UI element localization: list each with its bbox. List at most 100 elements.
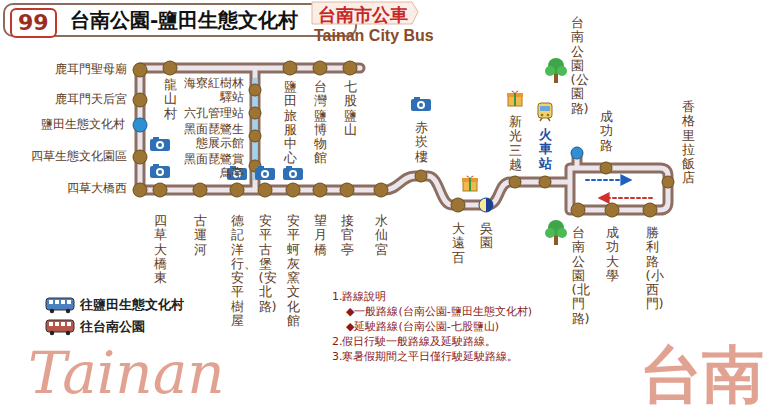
stop-dot: [343, 61, 357, 75]
stop-label: 鹽田生態文化村: [41, 117, 125, 131]
bus-wheel: [50, 331, 54, 335]
stop-dot: [230, 183, 244, 197]
brand-text: 台南市公車: [318, 4, 408, 26]
stop-dot: [258, 183, 272, 197]
stop-label: 德記洋行、安平樹屋: [231, 214, 244, 328]
bus-window: [55, 300, 59, 304]
stop-label: 鹿耳門聖母廟: [55, 62, 127, 76]
route-line-outer: [140, 68, 668, 210]
note-text: ◆延駛路線(台南公園-七股鹽山): [346, 320, 499, 333]
stop-dot: [374, 183, 388, 197]
bus-wheel: [66, 309, 70, 313]
bus-body: [46, 298, 74, 310]
bus-wheel: [50, 309, 54, 313]
bus-window: [55, 322, 59, 326]
legend-row: 往台南公園: [45, 318, 145, 336]
camera-icon: [150, 137, 170, 151]
stop-label: 四草生態文化園區: [31, 149, 127, 163]
stop-label: 台灣鹽博物館: [314, 80, 327, 166]
stop-dot: [133, 183, 147, 197]
gift-icon: [507, 91, 523, 106]
stop-label: 香格里拉飯店: [682, 100, 695, 186]
legend-text: 往台南公園: [80, 318, 145, 336]
stop-label: 赤崁樓: [415, 121, 428, 164]
stop-dot: [193, 183, 207, 197]
bus-wheel: [66, 331, 70, 335]
stop-dot: [249, 84, 261, 96]
bus-body: [46, 320, 74, 332]
tree-icon: [545, 220, 567, 245]
stop-label: 望月橋: [314, 214, 327, 257]
stop-label: 吳園: [480, 222, 493, 251]
bus-window: [61, 322, 65, 326]
stop-label: 四草大橋東: [154, 214, 167, 285]
watermark: Tainan: [28, 344, 225, 402]
stop-dot: [313, 61, 327, 75]
terminal-dot: [571, 147, 583, 159]
half-dot: [479, 198, 493, 212]
stop-label: 成功大學: [606, 226, 619, 283]
camera-icon: [411, 97, 431, 111]
direction-arrow: [600, 197, 652, 199]
stop-dot: [600, 162, 612, 174]
stop-label: 台南公園(北門路): [572, 226, 585, 326]
legend-row: 往鹽田生態文化村: [45, 296, 184, 314]
bus-window: [67, 300, 71, 304]
stop-dot: [133, 93, 147, 107]
stop-dot: [313, 183, 327, 197]
stop-label: 鹿耳門天后宮: [55, 92, 127, 106]
stop-label: 黑面琵鷺生態展示館: [182, 122, 244, 150]
note-text: 1.路線說明: [332, 290, 387, 303]
stop-dot: [643, 203, 657, 217]
stop-label: 六孔管理站: [184, 106, 244, 120]
stop-label: 古運河: [194, 214, 207, 257]
legend-bus-icon: [45, 296, 75, 314]
stop-dot: [340, 183, 354, 197]
stop-dot: [571, 203, 585, 217]
terminal-dot: [133, 118, 147, 132]
stop-dot: [249, 130, 261, 142]
route-line-inner: [140, 68, 668, 210]
stop-dot: [286, 183, 300, 197]
route-number-box: 99: [10, 8, 57, 38]
watermark: 台南: [640, 344, 764, 406]
camera-icon: [150, 164, 170, 178]
stop-dot: [662, 176, 674, 188]
half-dot: [486, 198, 493, 212]
stop-dot: [283, 61, 297, 75]
bus-window: [49, 300, 53, 304]
brand-text: Tainan City Bus: [314, 26, 434, 45]
bus-window: [61, 300, 65, 304]
stop-dot: [605, 203, 619, 217]
camera-icon: [255, 166, 275, 180]
stop-dot: [249, 107, 261, 119]
stop-dot: [153, 183, 167, 197]
stop-label: 安平蚵灰窯文化館: [287, 214, 300, 328]
bus-window: [67, 322, 71, 326]
note-text: 3.寒暑假期間之平日僅行駛延駛路線。: [332, 350, 519, 363]
stop-dot: [539, 176, 551, 188]
stop-label: 黑面琵鷺賞鳥亭: [182, 152, 244, 180]
gift-icon: [462, 176, 478, 191]
note-text: 2.假日行駛一般路線及延駛路線。: [332, 335, 497, 348]
stop-dot: [133, 150, 147, 164]
stop-label: 成功路: [600, 110, 613, 153]
route-title: 台南公園-鹽田生態文化村: [70, 8, 298, 32]
camera-icon: [283, 166, 303, 180]
stop-label: 鹽田旅服中心: [284, 80, 297, 166]
stop-label: 接官亭: [341, 214, 354, 257]
route-number: 99: [18, 10, 49, 35]
stop-label: 七股鹽山: [344, 80, 357, 137]
stop-label: 四草大橋西: [67, 181, 127, 195]
train-icon: [538, 103, 552, 121]
stop-dot: [133, 63, 147, 77]
stop-label: 台南公園(公園路): [571, 16, 584, 116]
stop-label: 新光三越: [509, 115, 522, 172]
direction-arrow: [586, 179, 630, 181]
stop-dot: [509, 176, 521, 188]
stop-label: 海寮紅樹林驛站: [182, 76, 244, 104]
stop-label: 火車站: [539, 128, 552, 171]
stop-label: 大遠百: [452, 222, 465, 265]
